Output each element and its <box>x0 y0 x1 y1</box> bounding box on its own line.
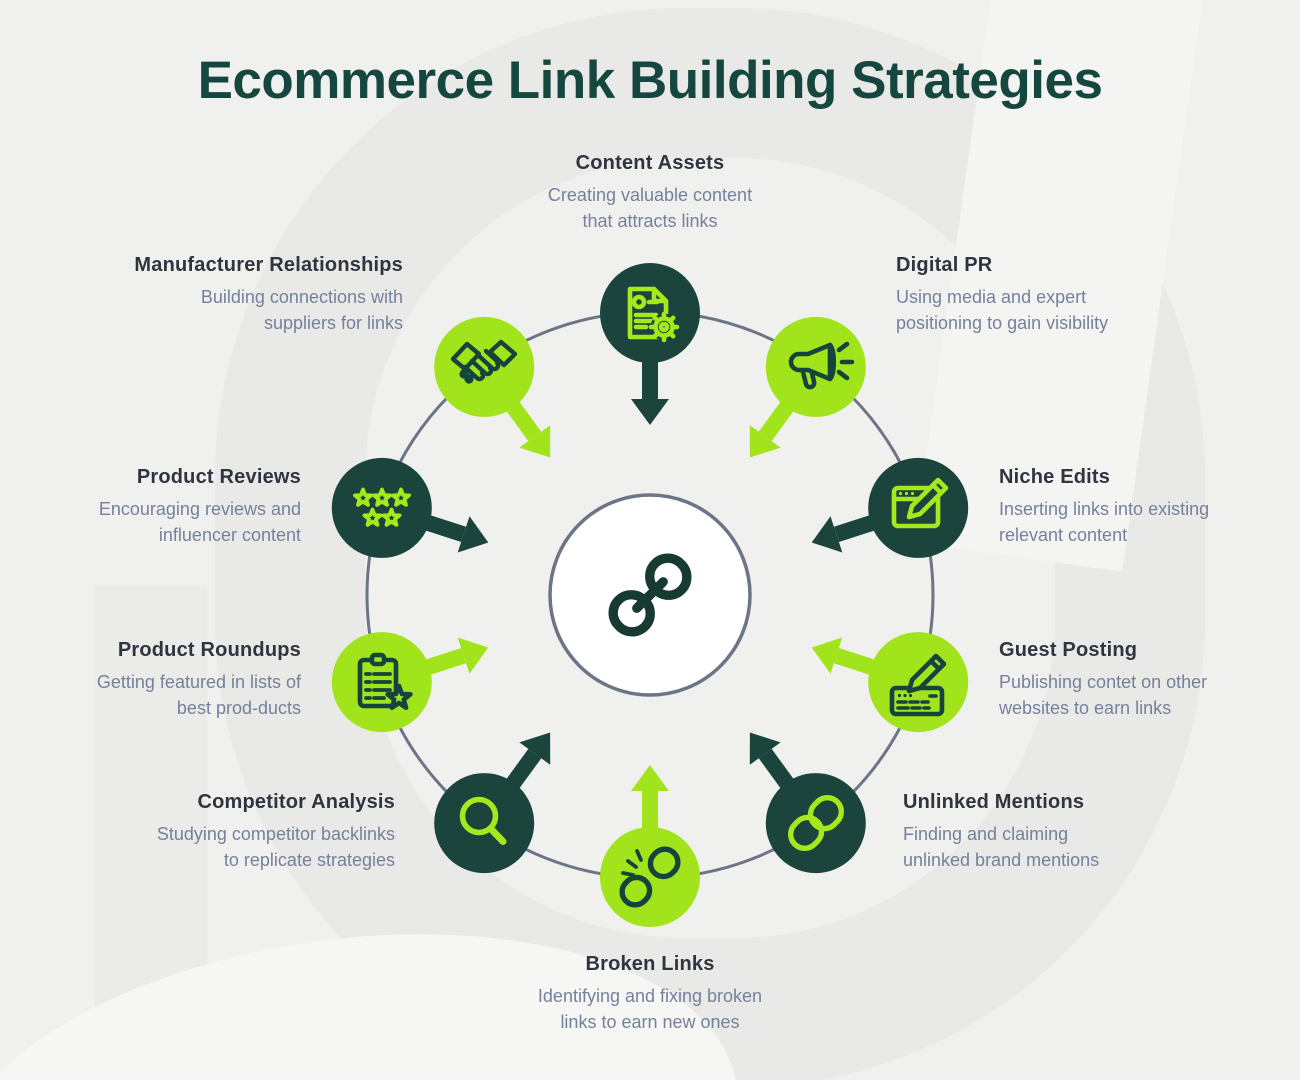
node-text-product-roundups: Product Roundups Getting featured in lis… <box>97 639 301 721</box>
node-text-competitor-analysis: Competitor Analysis Studying competitor … <box>157 791 395 873</box>
node-description: Getting featured in lists of best prod-d… <box>96 672 301 718</box>
node-circle-digital-pr <box>765 316 866 417</box>
node-circle-product-reviews <box>331 457 432 558</box>
node-title: Content Assets <box>575 152 725 174</box>
megaphone-icon <box>766 317 866 417</box>
node-text-digital-pr: Digital PR Using media and expert positi… <box>896 254 1108 336</box>
node-description: Finding and claiming unlinked brand ment… <box>903 824 1100 870</box>
five-stars-icon <box>332 458 432 558</box>
node-description: Identifying and fixing broken links to e… <box>537 986 763 1032</box>
node-description: Creating valuable content that attracts … <box>547 185 753 231</box>
node-description: Using media and expert positioning to ga… <box>896 287 1109 333</box>
browser-edit-icon <box>868 458 968 558</box>
chain-link-icon <box>766 773 866 873</box>
node-title: Product Reviews <box>136 466 301 488</box>
node-circle-competitor-analysis <box>434 773 535 874</box>
node-circle-manufacturer-relationships <box>434 316 535 417</box>
node-text-guest-posting: Guest Posting Publishing contet on other… <box>999 639 1207 721</box>
node-text-niche-edits: Niche Edits Inserting links into existin… <box>999 466 1209 548</box>
node-title: Competitor Analysis <box>197 791 395 813</box>
node-description: Encouraging reviews and influencer conte… <box>98 499 301 545</box>
node-title: Unlinked Mentions <box>903 791 1085 813</box>
post-pencil-icon <box>868 632 968 732</box>
document-gear-icon <box>600 263 700 363</box>
node-description: Publishing contet on other websites to e… <box>999 672 1208 718</box>
node-title: Guest Posting <box>999 639 1138 661</box>
node-text-product-reviews: Product Reviews Encouraging reviews and … <box>99 466 301 548</box>
node-title: Broken Links <box>585 953 715 975</box>
node-title: Niche Edits <box>999 466 1111 488</box>
node-text-content-assets: Content Assets Creating valuable content… <box>548 152 752 234</box>
node-text-unlinked-mentions: Unlinked Mentions Finding and claiming u… <box>903 791 1099 873</box>
broken-chain-icon <box>600 827 700 927</box>
node-title: Manufacturer Relationships <box>134 254 403 276</box>
handshake-icon <box>434 317 534 417</box>
node-description: Studying competitor backlinks to replica… <box>156 824 395 870</box>
chain-link-icon <box>595 540 705 650</box>
page-title: Ecommerce Link Building Strategies <box>197 51 1103 110</box>
node-text-broken-links: Broken Links Identifying and fixing brok… <box>538 953 762 1035</box>
node-text-manufacturer-relationships: Manufacturer Relationships Building conn… <box>134 254 403 336</box>
clipboard-star-icon <box>332 632 432 732</box>
node-description: Inserting links into existing relevant c… <box>999 499 1210 545</box>
node-description: Building connections with suppliers for … <box>200 287 403 333</box>
node-title: Product Roundups <box>117 639 301 661</box>
node-title: Digital PR <box>896 254 993 276</box>
magnifier-icon <box>434 773 534 873</box>
